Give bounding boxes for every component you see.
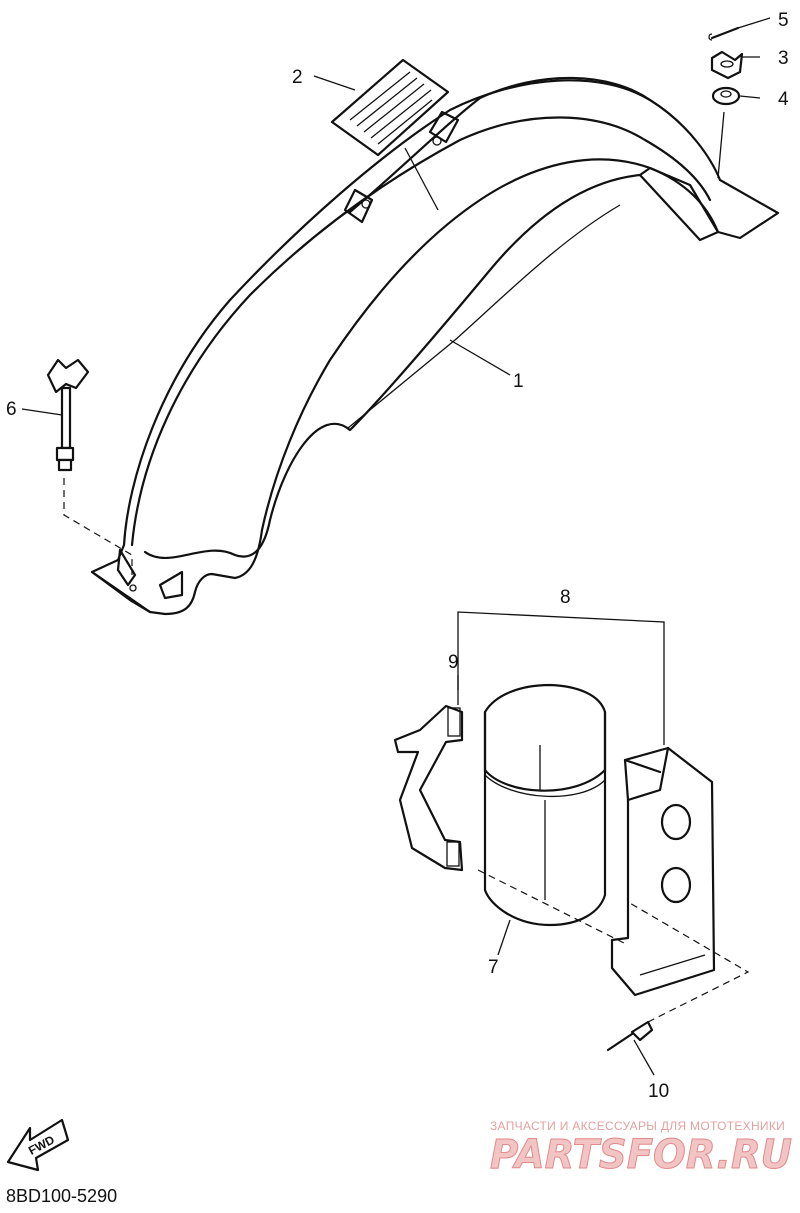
callout-2: 2 (292, 67, 303, 88)
watermark-tagline: ЗАПЧАСТИ И АКСЕССУАРЫ ДЛЯ МОТОТЕХНИКИ (490, 1119, 785, 1133)
kit-bracket-line (457, 611, 665, 745)
bracket-part (610, 746, 716, 997)
fwd-arrow-icon: FWD (6, 1118, 70, 1172)
callout-3: 3 (778, 48, 789, 69)
callout-8: 8 (560, 587, 571, 608)
callout-6: 6 (6, 399, 17, 420)
callout-10: 10 (648, 1081, 669, 1102)
bolt-part (46, 358, 133, 575)
rivet-align-line (627, 901, 750, 1023)
callout-5: 5 (778, 10, 789, 31)
callout-9: 9 (448, 652, 459, 673)
strap-part (393, 704, 464, 872)
fender-part (90, 76, 780, 616)
battery-part (483, 683, 607, 927)
watermark: ЗАПЧАСТИ И АКСЕССУАРЫ ДЛЯ МОТОТЕХНИКИ PA… (490, 1119, 793, 1179)
label-part (330, 58, 450, 211)
watermark-logo: PARTSFOR.RU (490, 1132, 792, 1178)
battery-align-line (477, 869, 629, 946)
wing-nut-part (710, 50, 744, 80)
cotter-pin-part (708, 26, 740, 41)
callout-1: 1 (513, 371, 524, 392)
callout-4: 4 (778, 89, 789, 110)
washer-part (711, 86, 741, 106)
diagram-code: 8BD100-5290 (6, 1186, 118, 1206)
rivet-part (606, 1020, 654, 1052)
callout-7: 7 (488, 957, 499, 978)
